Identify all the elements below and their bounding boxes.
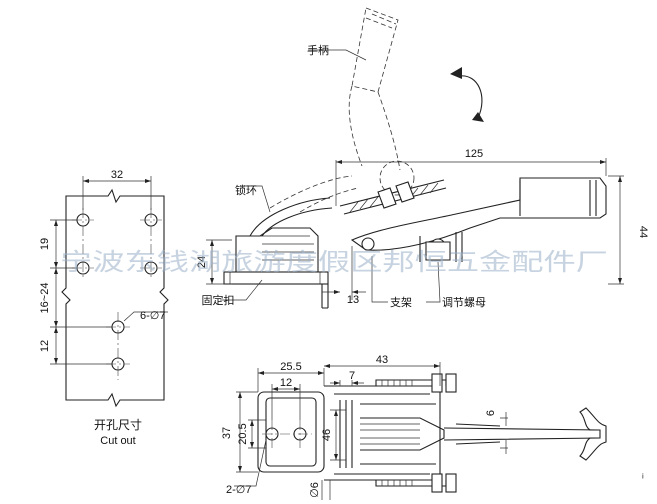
side-dim-length: 125 [465, 148, 483, 160]
top-dim-rod: 6 [485, 410, 497, 416]
callout-handle: 手柄 [307, 43, 329, 57]
cutout-holes-label: 6-∅7 [140, 310, 165, 322]
top-dim-spread: 46 [321, 429, 333, 441]
cutout-title-cn: 开孔尺寸 [94, 418, 142, 432]
cutout-dim-top: 19 [39, 238, 51, 250]
corner-mark: ᵢ [642, 469, 644, 481]
side-view [206, 7, 624, 309]
watermark: 宁波东钱湖旅游度假区邦恒五金配件厂 [60, 248, 608, 276]
top-dim-body: 43 [376, 354, 388, 366]
side-dim-height: 44 [637, 226, 649, 238]
cutout-dim-width: 32 [111, 169, 123, 181]
side-dim-base: 24 [196, 256, 208, 268]
top-view [234, 362, 607, 500]
callout-adjusting-nut: 调节螺母 [442, 296, 486, 309]
cutout-dim-bottom: 12 [39, 340, 51, 352]
top-dim-arm: 7 [349, 370, 355, 382]
cutout-view [50, 176, 169, 408]
side-dim-offset: 13 [347, 294, 359, 306]
top-dim-hole-pitch-x: 12 [280, 377, 292, 389]
top-dim-base-width: 25.5 [280, 361, 301, 373]
top-dim-base-height: 37 [221, 427, 233, 439]
callout-bracket: 支架 [390, 296, 412, 309]
top-dim-spindle: ∅6 [309, 482, 321, 498]
cutout-dim-mid: 16~24 [39, 283, 51, 314]
callout-lock-ring: 锁环 [235, 183, 257, 197]
top-holes-label: 2-∅7 [226, 484, 251, 496]
cutout-title-en: Cut out [100, 435, 135, 447]
top-dim-hole-pitch-y: 20.5 [237, 423, 249, 444]
callout-fixing-buckle: 固定扣 [202, 293, 235, 307]
